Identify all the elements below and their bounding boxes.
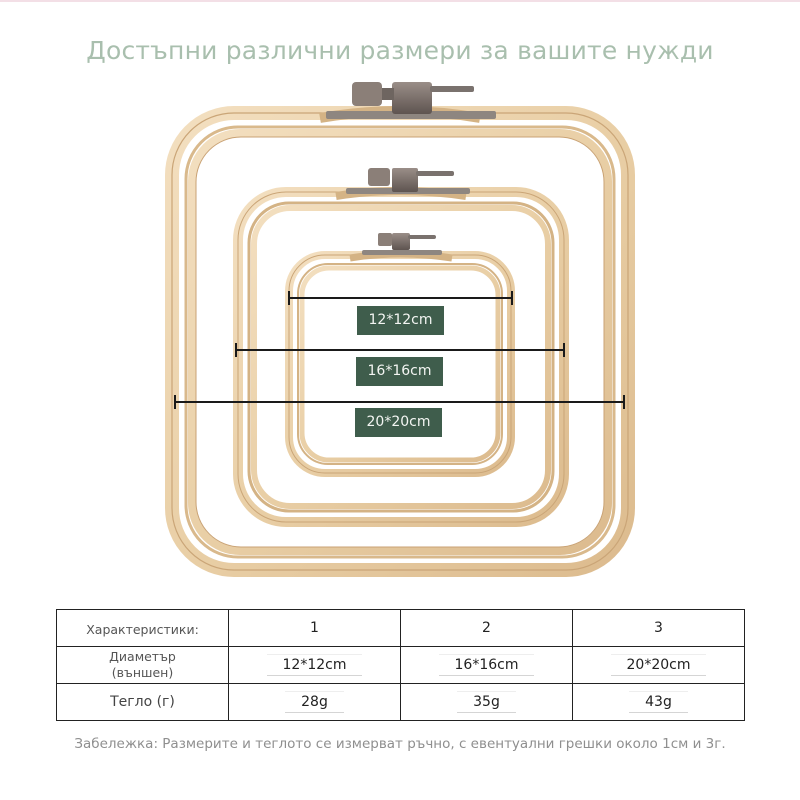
hoop-small bbox=[285, 233, 515, 477]
hoop-large bbox=[165, 82, 635, 577]
measure-line-20 bbox=[174, 395, 625, 409]
table-row: Характеристики: 1 2 3 bbox=[56, 609, 745, 647]
header-label: Характеристики: bbox=[86, 622, 199, 637]
table-cell: 16*16cm bbox=[400, 646, 573, 684]
weight-value-1: 28g bbox=[285, 691, 344, 713]
spec-table: Характеристики: 1 2 3 Диаметър (външен) … bbox=[56, 609, 745, 721]
table-header-cell: Характеристики: bbox=[56, 609, 229, 647]
diameter-label-cell: Диаметър (външен) bbox=[56, 646, 229, 684]
weight-value-3: 43g bbox=[629, 691, 688, 713]
measure-line-12 bbox=[288, 291, 513, 305]
top-divider bbox=[0, 0, 800, 2]
measure-line-16 bbox=[235, 343, 565, 357]
weight-label-cell: Тегло (г) bbox=[56, 683, 229, 721]
table-cell: 20*20cm bbox=[572, 646, 745, 684]
table-cell: 28g bbox=[228, 683, 401, 721]
footnote: Забележка: Размерите и теглото се измерв… bbox=[74, 736, 726, 752]
diameter-label: Диаметър (външен) bbox=[109, 649, 176, 680]
table-column-header: 1 bbox=[228, 609, 401, 647]
diameter-value-2: 16*16cm bbox=[438, 654, 535, 676]
size-label-12: 12*12cm bbox=[357, 306, 444, 335]
table-column-header: 3 bbox=[572, 609, 745, 647]
page-title: Достъпни различни размери за вашите нужд… bbox=[86, 36, 714, 65]
table-cell: 12*12cm bbox=[228, 646, 401, 684]
table-cell: 35g bbox=[400, 683, 573, 721]
column-1-label: 1 bbox=[310, 620, 319, 636]
diameter-value-3: 20*20cm bbox=[610, 654, 707, 676]
table-cell: 43g bbox=[572, 683, 745, 721]
weight-value-2: 35g bbox=[457, 691, 516, 713]
column-2-label: 2 bbox=[482, 620, 491, 636]
size-label-16: 16*16cm bbox=[356, 357, 443, 386]
table-column-header: 2 bbox=[400, 609, 573, 647]
embroidery-hoops-illustration bbox=[165, 82, 635, 577]
column-3-label: 3 bbox=[654, 620, 663, 636]
hoop-medium bbox=[233, 168, 569, 527]
table-row: Диаметър (външен) 12*12cm 16*16cm 20*20c… bbox=[56, 646, 745, 684]
diameter-value-1: 12*12cm bbox=[266, 654, 363, 676]
size-label-20: 20*20cm bbox=[355, 408, 442, 437]
weight-label: Тегло (г) bbox=[110, 694, 175, 710]
table-row: Тегло (г) 28g 35g 43g bbox=[56, 683, 745, 721]
